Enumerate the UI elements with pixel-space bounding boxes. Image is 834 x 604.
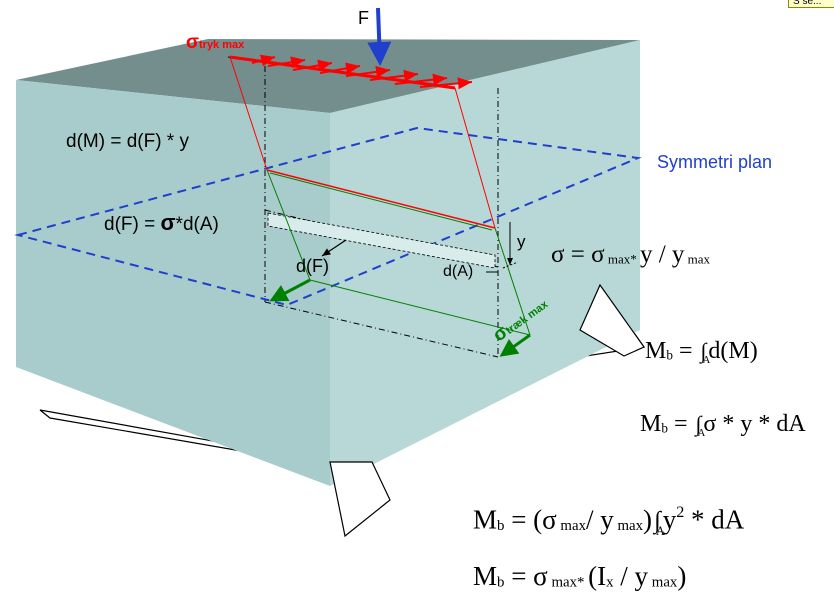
f1-max: max* [604,251,640,267]
dF-label: d(F) [296,256,329,276]
compression-distribution [229,54,496,229]
f5-m: M [473,561,498,591]
f2-rest: d(M) [708,338,758,364]
compression-subscript: tryk max [199,39,245,51]
bending-moment-formula-4: Mb = σ max* (Ix / y max) [473,561,686,592]
f4-exp: 2 [676,503,685,521]
stress-formula: σ = σ max* y / y max [551,241,710,269]
f5-close: ) [677,561,687,591]
area-strip [267,212,496,269]
f2-m: M [645,338,667,364]
f4-m: M [473,504,498,535]
f4-close: ) [643,504,653,535]
f4-ymax: max [613,517,644,534]
force-eq-left: d(F) = [104,214,161,235]
f5-paren: (I [588,561,607,591]
symmetry-plane-label: Symmetri plan [657,152,773,172]
tension-distribution [266,169,531,357]
integral-sign: ∫A [695,412,706,439]
compression-stress-label: σtryk max [186,32,244,54]
f1-y: y / y [639,241,685,268]
f5-b: b [497,574,505,591]
f3-rest: * y * dA [716,411,806,437]
f5-slash: / y [613,561,649,591]
dA-label: d(A) [443,263,474,280]
f4-y: y [662,504,677,535]
force-label: F [358,8,369,28]
f5-smax: max* [547,574,589,591]
f3-m: M [640,411,662,437]
moment-equation: d(M) = d(F) * y [66,131,189,152]
dF-arrow [321,239,347,257]
integral-limit: A [702,353,711,366]
f4-rest: * dA [684,504,745,535]
f5-eq: = [504,561,534,591]
sigma-symbol: σ [591,241,605,268]
symmetry-plane [14,126,642,307]
support-left-front [329,461,391,538]
force-eq-right: *d(A) [175,214,219,235]
f5-x: x [606,574,614,591]
f3-eq: = [667,411,694,437]
f4-smax: max [556,517,586,534]
y-dimension [486,222,519,273]
corner-badge: S se... [788,0,834,8]
f1-ymax: max [684,251,711,267]
sigma-symbol: σ [551,241,565,268]
sigma-symbol: σ [533,561,548,591]
force-arrow [367,7,392,66]
f5-ymax: max [648,574,678,591]
sigma-symbol: σ [186,32,199,53]
sigma-symbol: σ [542,504,557,535]
box-top-face [16,39,640,113]
f2-b: b [666,347,673,363]
integral-limit: A [697,426,706,439]
f4-b: b [497,517,505,534]
sigma-symbol: σ [703,411,717,437]
f3-b: b [661,420,668,436]
support-right-front [579,283,645,357]
box-front-face [16,80,330,486]
f1-eq: = [564,241,592,268]
force-equation: d(F) = σ*d(A) [104,210,219,236]
f4-mid: / y [586,504,614,535]
f2-eq: = [672,338,699,364]
sigma-symbol: σ [160,210,176,235]
integral-sign: ∫A [654,507,665,538]
integral-limit: A [656,523,665,538]
f4-eq: = ( [504,504,543,535]
integral-sign: ∫A [700,339,711,366]
y-label: y [517,232,526,251]
